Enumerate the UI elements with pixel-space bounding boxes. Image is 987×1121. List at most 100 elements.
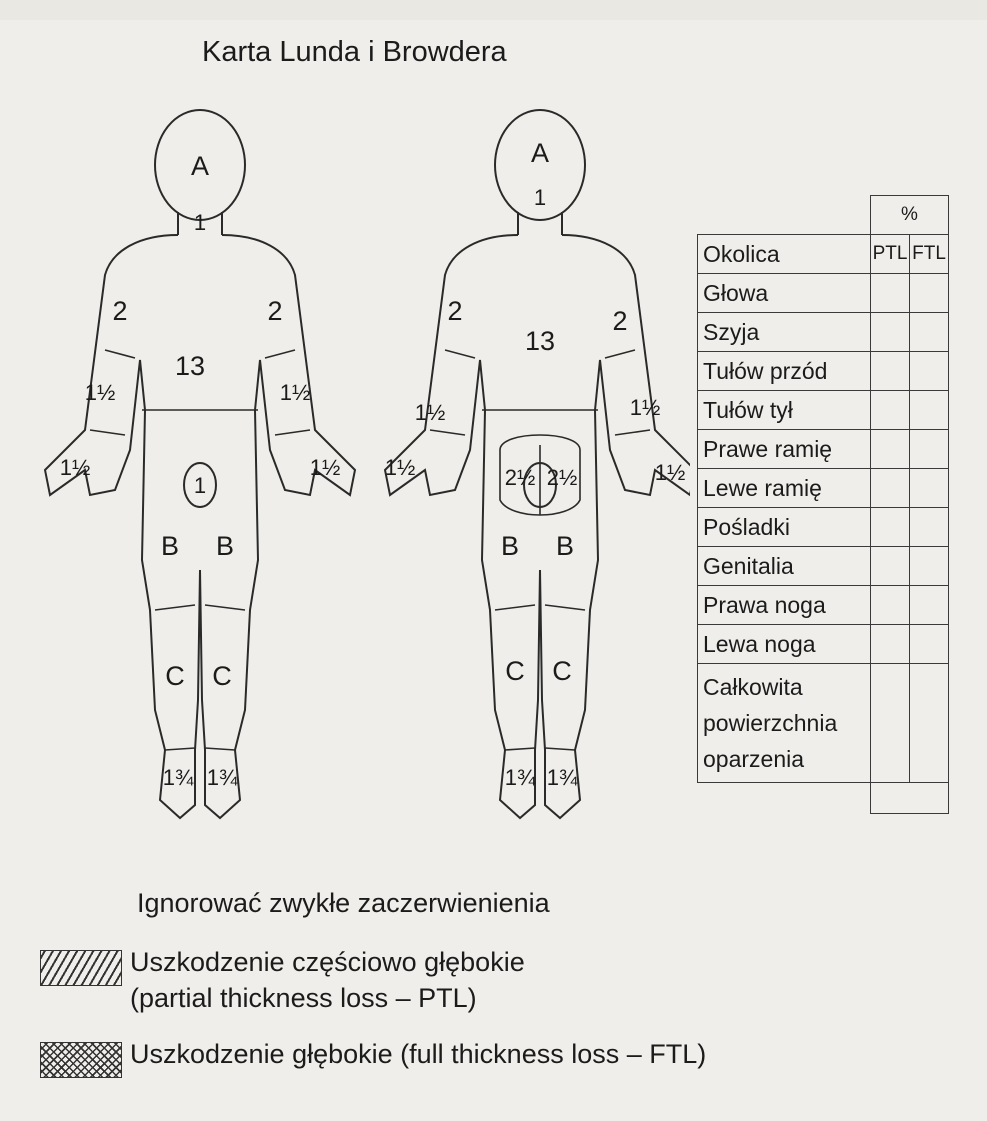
percent-header: %: [871, 196, 949, 235]
table-row: Pośladki: [698, 508, 949, 547]
ptl-cell[interactable]: [871, 508, 910, 547]
back-thigh-left-label: B: [501, 531, 519, 561]
front-trunk-label: 13: [175, 351, 205, 381]
ptl-cell[interactable]: [871, 547, 910, 586]
ptl-cell[interactable]: [871, 352, 910, 391]
ftl-column-header: FTL: [910, 235, 949, 274]
top-page-edge: [0, 0, 987, 20]
front-thigh-right-label: B: [161, 531, 179, 561]
ftl-cell[interactable]: [910, 430, 949, 469]
ftl-cell[interactable]: [910, 586, 949, 625]
front-hand-right-label: 1½: [60, 455, 91, 480]
burn-assessment-table: % Okolica PTL FTL Głowa Szyja Tułów przó…: [697, 195, 949, 814]
ftl-cell[interactable]: [910, 508, 949, 547]
table-footer-row: [698, 783, 949, 814]
back-hand-left-label: 1½: [385, 455, 416, 480]
front-foot-right-label: 1¾: [163, 765, 194, 790]
ftl-total-cell[interactable]: [910, 664, 949, 783]
ftl-cell[interactable]: [910, 625, 949, 664]
back-arm-right-label: 2: [612, 306, 627, 336]
row-label: Pośladki: [698, 508, 871, 547]
diagonal-hatch-swatch: [40, 950, 122, 986]
row-label: Tułów przód: [698, 352, 871, 391]
front-neck-label: 1: [194, 210, 206, 235]
table-header-row: Okolica PTL FTL: [698, 235, 949, 274]
back-trunk-label: 13: [525, 326, 555, 356]
back-forearm-left-label: 1½: [415, 400, 446, 425]
front-arm-right-label: 2: [112, 296, 127, 326]
table-row: Tułów tył: [698, 391, 949, 430]
back-neck-label: 1: [534, 185, 546, 210]
table-row: Lewa noga: [698, 625, 949, 664]
ptl-column-header: PTL: [871, 235, 910, 274]
table-footer-cell: [871, 783, 949, 814]
table-row: Genitalia: [698, 547, 949, 586]
front-hand-left-label: 1½: [310, 455, 341, 480]
front-genitals-label: 1: [194, 473, 206, 498]
table-row: Lewe ramię: [698, 469, 949, 508]
ptl-cell[interactable]: [871, 274, 910, 313]
page-title: Karta Lunda i Browdera: [202, 36, 507, 69]
total-row: Całkowita powierzchnia oparzenia: [698, 664, 949, 783]
legend-ftl: Uszkodzenie głębokie (full thickness los…: [40, 1036, 706, 1078]
region-column-header: Okolica: [698, 235, 871, 274]
table-row: Szyja: [698, 313, 949, 352]
back-buttock-left-label: 2½: [505, 465, 536, 490]
front-leg-left-label: C: [212, 661, 232, 691]
ptl-cell[interactable]: [871, 391, 910, 430]
ptl-cell[interactable]: [871, 586, 910, 625]
ptl-cell[interactable]: [871, 430, 910, 469]
ftl-cell[interactable]: [910, 391, 949, 430]
row-label: Lewa noga: [698, 625, 871, 664]
ftl-cell[interactable]: [910, 313, 949, 352]
table-row: Tułów przód: [698, 352, 949, 391]
back-leg-right-label: C: [552, 656, 572, 686]
total-label-line: powierzchnia: [703, 705, 865, 741]
row-label: Prawe ramię: [698, 430, 871, 469]
back-figure: A 1 2 2 13 1½ 1½ 1½ 1½ 2½ 2½ B B C C 1¾ …: [385, 110, 690, 818]
table-row: Prawa noga: [698, 586, 949, 625]
front-arm-left-label: 2: [267, 296, 282, 326]
total-label: Całkowita powierzchnia oparzenia: [698, 664, 871, 783]
ptl-total-cell[interactable]: [871, 664, 910, 783]
row-label: Lewe ramię: [698, 469, 871, 508]
front-head-label: A: [191, 151, 209, 181]
back-leg-left-label: C: [505, 656, 525, 686]
ptl-cell[interactable]: [871, 469, 910, 508]
back-forearm-right-label: 1½: [630, 395, 661, 420]
table-row: Głowa: [698, 274, 949, 313]
back-arm-left-label: 2: [447, 296, 462, 326]
body-chart-svg: A 1 2 2 13 1½ 1½ 1½ 1½ 1 B B C C 1¾ 1¾ A…: [30, 100, 690, 840]
back-foot-right-label: 1¾: [547, 765, 578, 790]
row-label: Tułów tył: [698, 391, 871, 430]
front-forearm-right-label: 1½: [85, 380, 116, 405]
ftl-cell[interactable]: [910, 547, 949, 586]
table-header-percent-row: %: [698, 196, 949, 235]
back-thigh-right-label: B: [556, 531, 574, 561]
front-forearm-left-label: 1½: [280, 380, 311, 405]
ftl-cell[interactable]: [910, 274, 949, 313]
legend-ptl: Uszkodzenie częściowo głębokie (partial …: [40, 944, 525, 1016]
table-row: Prawe ramię: [698, 430, 949, 469]
back-hand-right-label: 1½: [655, 460, 686, 485]
front-foot-left-label: 1¾: [207, 765, 238, 790]
row-label: Szyja: [698, 313, 871, 352]
legend-ptl-line2: (partial thickness loss – PTL): [130, 980, 525, 1016]
legend-ptl-line1: Uszkodzenie częściowo głębokie: [130, 944, 525, 980]
ftl-cell[interactable]: [910, 469, 949, 508]
note-text: Ignorować zwykłe zaczerwienienia: [137, 888, 550, 919]
crosshatch-swatch: [40, 1042, 122, 1078]
ptl-cell[interactable]: [871, 625, 910, 664]
total-label-line: oparzenia: [703, 741, 865, 777]
back-foot-left-label: 1¾: [505, 765, 536, 790]
front-thigh-left-label: B: [216, 531, 234, 561]
row-label: Prawa noga: [698, 586, 871, 625]
back-head-label: A: [531, 138, 549, 168]
ftl-cell[interactable]: [910, 352, 949, 391]
front-leg-right-label: C: [165, 661, 185, 691]
ptl-cell[interactable]: [871, 313, 910, 352]
row-label: Genitalia: [698, 547, 871, 586]
legend-ftl-text: Uszkodzenie głębokie (full thickness los…: [130, 1036, 706, 1072]
row-label: Głowa: [698, 274, 871, 313]
back-buttock-right-label: 2½: [547, 465, 578, 490]
